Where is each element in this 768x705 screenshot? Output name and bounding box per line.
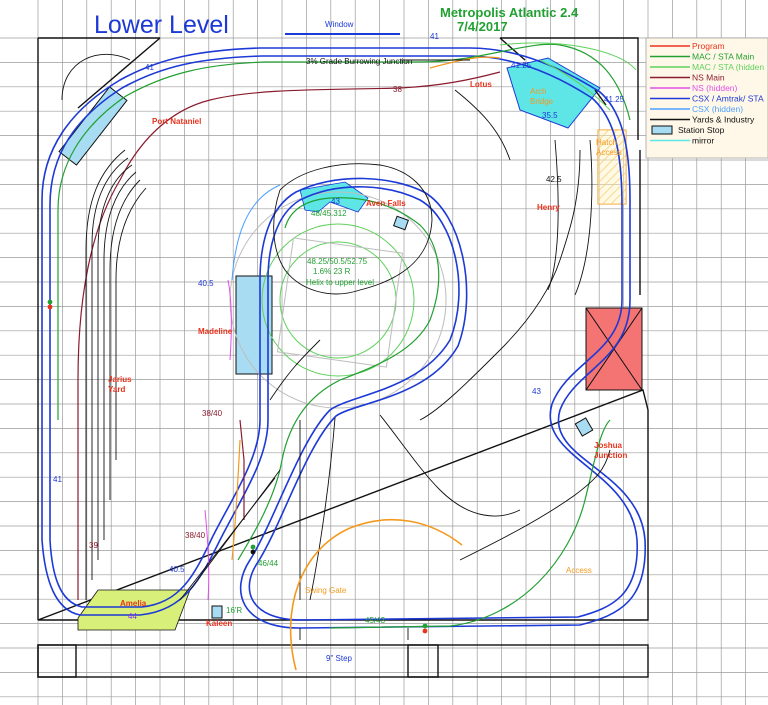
legend-label: CSX / Amtrak/ STA [692, 94, 764, 104]
elev-40-5a: 40.5 [198, 279, 214, 288]
helix-top-station [299, 181, 369, 213]
label-helix-3: Helix to upper level [306, 278, 374, 287]
legend-label: NS Main [692, 73, 725, 83]
elev-45-43: 45/43 [365, 616, 386, 625]
elev-41-left-top: 41 [145, 63, 154, 72]
legend-label: CSX (hidden) [692, 104, 743, 114]
track-yards [61, 53, 611, 640]
legend-label: mirror [692, 136, 714, 146]
amelia-area [77, 589, 191, 631]
label-step: 9" Step [326, 654, 353, 663]
label-helix-top: 48/45.312 [311, 209, 347, 218]
legend-label: NS (hidden) [692, 83, 738, 93]
label-aven-falls: Aven Falls [366, 199, 406, 208]
label-kaleen: Kaleen [206, 619, 232, 628]
helix [229, 191, 447, 409]
page-title: Lower Level [94, 11, 229, 39]
swing-gate-arc [289, 518, 463, 671]
arch-bridge-area [506, 57, 601, 129]
track-ns-main [77, 71, 501, 600]
benchwork-outline [37, 37, 649, 621]
legend-item: MAC / STA (hidden [650, 62, 764, 72]
label-helix-2: 1.6% 23 R [313, 267, 351, 276]
labels: Window 3% Grade Burrowing Junction Lotus… [108, 20, 627, 663]
elev-46-44: 46/44 [258, 559, 279, 568]
legend-item: NS (hidden) [650, 83, 738, 93]
legend-item: CSX (hidden) [650, 104, 743, 114]
label-henry: Henry [537, 203, 560, 212]
legend-label: Yards & Industry [692, 115, 755, 125]
legend-swatch [651, 125, 673, 135]
track-ns-hidden [204, 279, 232, 601]
legend-label: MAC / STA (hidden [692, 62, 764, 72]
track-csx-main [41, 47, 646, 629]
track-mac-hidden [499, 42, 637, 111]
elev-42-5: 42.5 [546, 175, 562, 184]
label-lotus: Lotus [470, 80, 492, 89]
elev-41-left: 41 [53, 475, 62, 484]
label-madeline: Madeline [198, 327, 233, 336]
legend-item: CSX / Amtrak/ STA [650, 94, 764, 104]
label-grade-junction: 3% Grade Burrowing Junction [306, 57, 412, 66]
plan-date: 7/4/2017 [457, 19, 508, 34]
plan-info: Metropolis Atlantic 2.4 7/4/2017 [440, 5, 579, 34]
plan-name: Metropolis Atlantic 2.4 [440, 5, 579, 20]
legend-item: MAC / STA Main [650, 52, 754, 62]
legend-item: mirror [650, 136, 714, 146]
elev-41-top: 41 [430, 32, 439, 41]
label-window: Window [325, 20, 354, 29]
elev-35-5: 35.5 [542, 111, 558, 120]
legend-item: Yards & Industry [650, 115, 755, 125]
track-program [231, 56, 501, 561]
elev-44: 44 [128, 612, 137, 621]
station-stops [58, 86, 594, 619]
elev-43-right: 43 [532, 387, 541, 396]
elevations: 41 41 41.25 41.25 35.5 38 42.5 43 40.5 3… [53, 32, 625, 625]
legend-item: NS Main [650, 73, 725, 83]
signals [47, 299, 428, 634]
elev-38-40a: 38/40 [202, 409, 223, 418]
elev-38-40b: 38/40 [185, 531, 206, 540]
elev-40-5b: 40.5 [169, 565, 185, 574]
elev-43-helix: 43 [331, 197, 340, 206]
label-helix-1: 48.25/50.5/52.75 [307, 257, 368, 266]
track-csx-hidden [231, 184, 281, 281]
elev-16r: 16'R [226, 606, 242, 615]
elev-41-25a: 41.25 [511, 61, 532, 70]
label-port-nataniel: Port Nataniel [152, 117, 201, 126]
step-area [37, 644, 649, 678]
label-swing-gate: Swing Gate [305, 586, 347, 595]
elev-41-25b: 41.25 [604, 95, 625, 104]
elev-39: 39 [89, 541, 98, 550]
legend-label: Station Stop [678, 125, 725, 135]
label-amelia: Amelia [120, 599, 147, 608]
legend-label: Program [692, 41, 725, 51]
track-mac-main [57, 43, 631, 629]
legend-item: Program [650, 41, 725, 51]
label-access: Access [566, 566, 592, 575]
elev-38: 38 [393, 85, 402, 94]
legend-label: MAC / STA Main [692, 52, 754, 62]
legend-item: Station Stop [651, 125, 725, 135]
